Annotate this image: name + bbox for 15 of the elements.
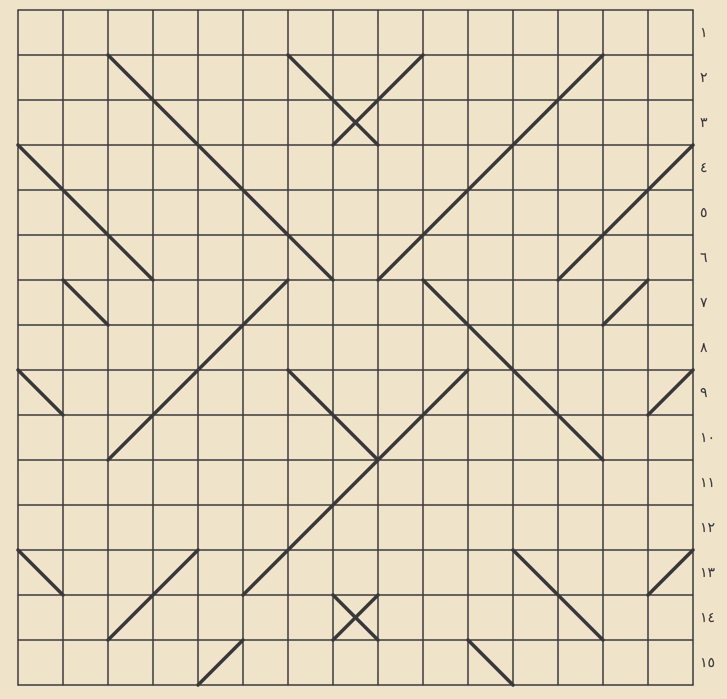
row-number: ١٠ (700, 430, 716, 446)
row-number: ١٤ (700, 610, 716, 626)
row-number: ١٣ (700, 564, 716, 580)
row-number: ١٥ (700, 654, 716, 670)
row-number: ٨ (700, 340, 708, 356)
row-number: ٩ (700, 384, 708, 400)
row-number: ١٢ (700, 520, 716, 536)
row-number: ٧ (700, 294, 708, 310)
row-number: ١ (700, 24, 708, 40)
row-number: ٦ (700, 250, 708, 266)
row-number: ٣ (700, 114, 708, 130)
row-number: ١١ (700, 474, 716, 490)
row-number: ٥ (700, 204, 708, 220)
row-number: ٢ (700, 70, 708, 86)
row-number: ٤ (700, 160, 708, 176)
